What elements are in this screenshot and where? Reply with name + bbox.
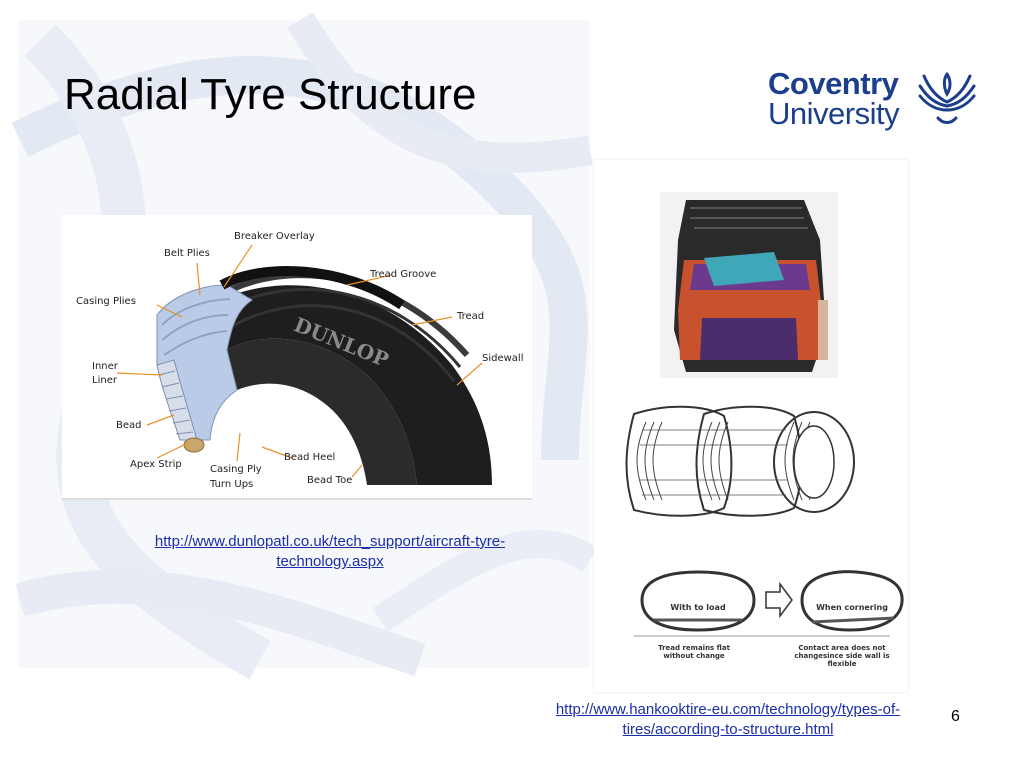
label-bead-toe: Bead Toe bbox=[307, 475, 353, 486]
label-belt-plies: Belt Plies bbox=[164, 248, 210, 259]
label-bead-heel: Bead Heel bbox=[284, 452, 336, 463]
label-tread: Tread bbox=[457, 311, 485, 322]
label-casing-ply-1: Casing Ply bbox=[210, 464, 262, 475]
label-inner-liner-2: Liner bbox=[92, 375, 117, 386]
cornering-label: When cornering bbox=[816, 603, 888, 612]
tyre-cutaway-diagram: DUNLOP Bre bbox=[62, 215, 532, 500]
label-breaker-overlay: Breaker Overlay bbox=[234, 231, 315, 242]
phoenix-icon bbox=[918, 72, 976, 124]
hankook-image-panel: With to load When cornering Tread remain… bbox=[594, 160, 908, 692]
label-casing-plies: Casing Plies bbox=[76, 296, 136, 307]
hankook-link-line-2[interactable]: tires/according-to-structure.html bbox=[622, 721, 834, 738]
caption-right: Contact area does not changesince side w… bbox=[794, 644, 890, 668]
label-bead: Bead bbox=[116, 420, 142, 431]
hankook-link[interactable]: http://www.hankooktire-eu.com/technology… bbox=[478, 700, 978, 740]
label-casing-ply-2: Turn Ups bbox=[210, 479, 254, 490]
load-label: With to load bbox=[670, 603, 726, 612]
dunlop-link-line-1[interactable]: http://www.dunlopatl.co.uk/tech_support/… bbox=[154, 533, 506, 550]
radial-tire-cutaway bbox=[625, 192, 904, 637]
logo-line-2: University bbox=[768, 96, 900, 131]
label-inner-liner-1: Inner bbox=[92, 361, 118, 372]
dunlop-link[interactable]: http://www.dunlopatl.co.uk/tech_support/… bbox=[80, 532, 580, 572]
logo-line-1: Coventry bbox=[768, 66, 899, 101]
hankook-link-line-1[interactable]: http://www.hankooktire-eu.com/technology… bbox=[555, 701, 901, 718]
label-sidewall: Sidewall bbox=[482, 353, 524, 364]
tyre-illustration: DUNLOP bbox=[62, 215, 532, 500]
university-logo: Coventry University bbox=[766, 66, 986, 132]
page-number: 6 bbox=[951, 708, 960, 725]
label-apex-strip: Apex Strip bbox=[130, 459, 182, 470]
label-tread-groove: Tread Groove bbox=[370, 269, 437, 280]
dunlop-link-line-2[interactable]: technology.aspx bbox=[276, 553, 384, 570]
caption-left: Tread remains flat without change bbox=[658, 644, 730, 660]
slide-title: Radial Tyre Structure bbox=[64, 70, 477, 119]
